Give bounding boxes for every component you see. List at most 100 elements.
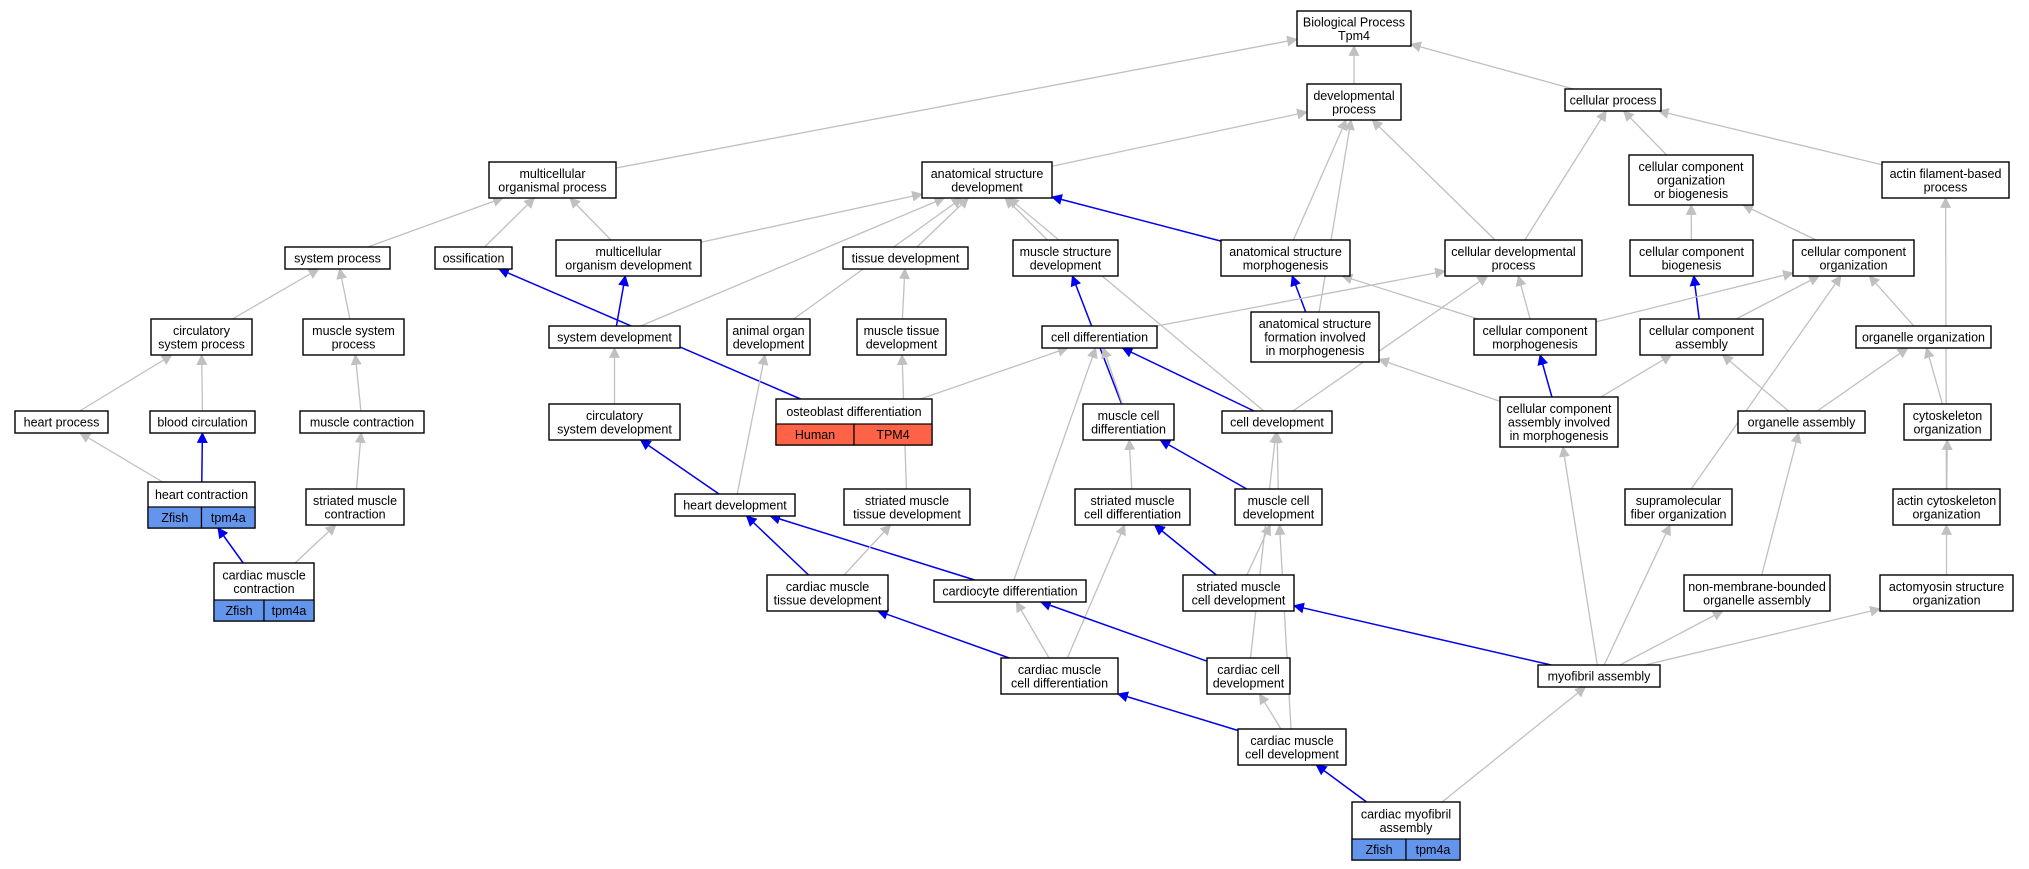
edge-hd-to-csd [639, 439, 720, 495]
go-term-ossi[interactable]: ossification [434, 246, 513, 270]
edge-celldev-to-cdp [1292, 275, 1489, 412]
edge-cp-to-bp [1409, 41, 1574, 90]
go-term-mod-label-line: organism development [565, 258, 692, 272]
go-term-sd-box [548, 325, 681, 349]
edge-smcdev-to-mcdev [1246, 524, 1271, 576]
go-term-hd[interactable]: heart development [674, 493, 796, 517]
edges-layer [79, 35, 1953, 803]
go-term-bc[interactable]: blood circulation [149, 410, 256, 434]
go-term-smtd-label-line: striated muscle [865, 494, 949, 508]
go-term-afbp-box [1881, 161, 2010, 199]
edge-cardiod-to-hd [769, 513, 976, 581]
go-term-ma[interactable]: myofibril assembly [1537, 664, 1661, 688]
go-term-sd[interactable]: system development [548, 325, 681, 349]
go-term-msp-label-line: muscle system [312, 324, 395, 338]
go-term-cmcd-box [1000, 657, 1119, 695]
go-term-cdp-label-line: process [1492, 258, 1536, 272]
edge-cmtd-to-hd [745, 515, 810, 576]
edge-ma-to-nmboa [1619, 610, 1724, 666]
go-term-td[interactable]: tissue development [842, 246, 969, 270]
go-term-csp-box [150, 318, 253, 356]
go-term-celld[interactable]: cell differentiation [1041, 325, 1158, 349]
go-term-oo[interactable]: organelle organization [1855, 325, 1992, 349]
go-term-aco-box [1892, 488, 2001, 526]
go-term-cdp-label-line: cellular developmental [1451, 245, 1575, 259]
go-term-asm-label-line: morphogenesis [1243, 258, 1328, 272]
go-term-hc-badge-label: Zfish [161, 511, 188, 525]
go-term-asm-label-line: anatomical structure [1229, 245, 1342, 259]
go-term-td-label-line: tissue development [852, 252, 960, 266]
go-term-hd-box [674, 493, 796, 517]
go-term-asfm-label-line: in morphogenesis [1266, 344, 1365, 358]
edge-mod-to-mop [569, 197, 612, 241]
go-term-oa[interactable]: organelle assembly [1737, 410, 1866, 434]
go-term-smtd-label-line: tissue development [853, 507, 961, 521]
go-term-cmc-badge-label: Zfish [225, 604, 252, 618]
edge-ccm-to-asm [1341, 273, 1479, 320]
go-term-cmtd-label-line: tissue development [774, 593, 882, 607]
edge-csp-to-sysp [232, 268, 320, 320]
go-term-mcd-box [1082, 403, 1175, 441]
go-term-cco-label-line: cellular component [1801, 245, 1906, 259]
go-term-celldev[interactable]: cell development [1221, 410, 1333, 434]
go-term-cma-badge-cell [1405, 838, 1461, 861]
edge-msd-to-asd [1004, 197, 1048, 241]
go-term-cmtd-label-line: cardiac muscle [786, 580, 869, 594]
go-term-od-badge-cell [853, 423, 933, 446]
go-term-ccb-label-line: biogenesis [1662, 258, 1722, 272]
go-term-ossi-box [434, 246, 513, 270]
edge-cmcdev-to-ccdev [1258, 693, 1282, 730]
edge-celldev-to-celld [1121, 347, 1255, 412]
go-term-hp[interactable]: heart process [14, 410, 109, 434]
edge-hd-to-aod [736, 353, 769, 495]
edge-ossi-to-mop [484, 197, 536, 248]
go-term-sysp[interactable]: system process [284, 246, 391, 270]
go-term-cardiod[interactable]: cardiocyte differentiation [933, 579, 1087, 603]
go-term-ccaim-label-line: assembly involved [1508, 416, 1610, 430]
go-term-cp[interactable]: cellular process [1564, 88, 1662, 112]
go-term-asd-label-line: anatomical structure [931, 167, 1044, 181]
go-term-mc[interactable]: muscle contraction [299, 410, 425, 434]
